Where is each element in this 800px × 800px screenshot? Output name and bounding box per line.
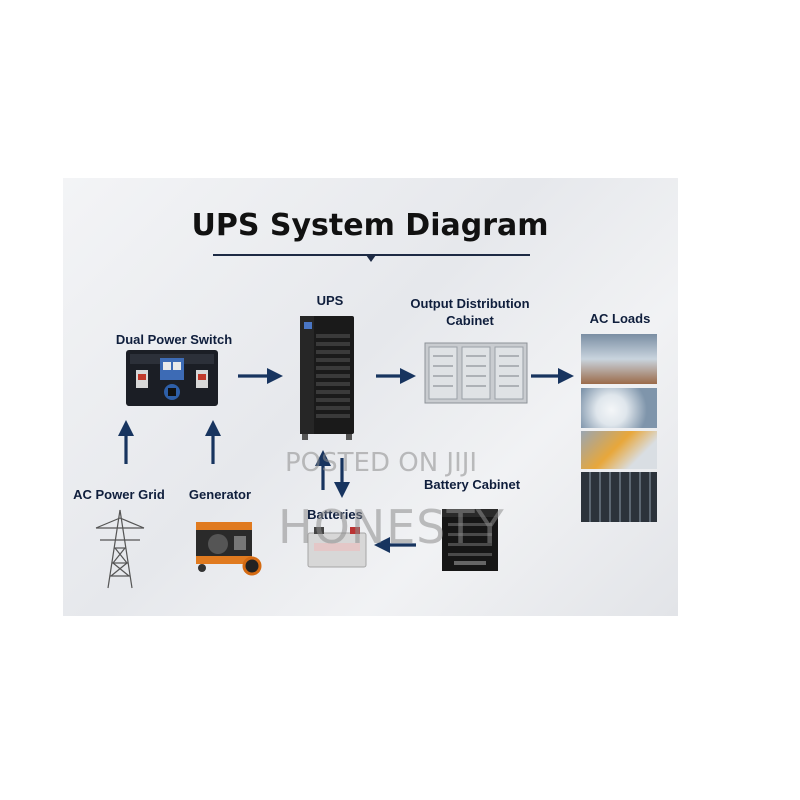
label-output-distribution: Output Distribution (410, 296, 530, 311)
title-caret-icon (366, 255, 376, 262)
label-ups: UPS (316, 293, 344, 308)
batteries-image (307, 527, 367, 568)
watermark-honesty: HONESTY (278, 500, 505, 554)
dual-power-switch-image (126, 350, 218, 406)
output-distribution-cabinet-image (424, 342, 528, 404)
ac-load-photo-factory (581, 334, 657, 384)
label-cabinet: Cabinet (446, 313, 494, 328)
ac-load-photo-robots (581, 431, 657, 469)
label-dual-power-switch: Dual Power Switch (115, 332, 233, 347)
ac-load-photo-scanner (581, 388, 657, 428)
ups-tower-image (300, 316, 354, 440)
battery-cabinet-image (442, 509, 498, 571)
label-ac-loads: AC Loads (589, 311, 651, 326)
watermark-posted: POSTED ON JIJI (285, 448, 478, 478)
label-ac-power-grid: AC Power Grid (73, 487, 165, 502)
label-batteries: Batteries (307, 507, 363, 522)
label-generator: Generator (188, 487, 252, 502)
label-battery-cabinet: Battery Cabinet (423, 477, 521, 492)
ac-load-photo-datacenter (581, 472, 657, 522)
transmission-tower-image (95, 509, 145, 589)
generator-image (196, 522, 262, 576)
diagram-title: UPS System Diagram (191, 208, 549, 243)
